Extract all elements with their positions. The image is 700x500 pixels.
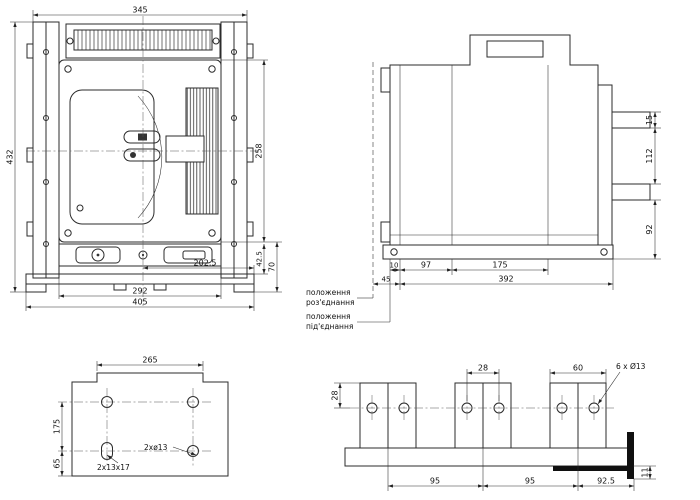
dim-392: 392 (498, 275, 513, 284)
side-outline (380, 34, 651, 260)
dim-28-top: 28 (478, 364, 488, 373)
front-dimensions: 345 432 258 42.5 70 202.5 292 405 (6, 6, 282, 311)
dim-112: 112 (645, 148, 654, 163)
front-view: 345 432 258 42.5 70 202.5 292 405 (6, 6, 282, 311)
dim-42-5: 42.5 (256, 251, 264, 267)
dim-60: 60 (573, 364, 583, 373)
dim-28-left: 28 (331, 390, 340, 400)
dim-292: 292 (132, 287, 147, 296)
side-dimensions: 15 112 92 10 97 175 45 392 (373, 111, 661, 290)
dim-175-side: 175 (492, 261, 507, 270)
side-position-labels: положення роз'єднання положення під'єдна… (306, 288, 355, 331)
dim-258: 258 (255, 143, 264, 158)
front-outline (25, 21, 255, 293)
dim-405: 405 (132, 298, 147, 307)
label-holes-6x13: 6 x Ø13 (616, 362, 646, 371)
dim-70: 70 (268, 262, 277, 272)
dim-65: 65 (53, 458, 62, 468)
label-disconnected-2: роз'єднання (306, 298, 355, 307)
dim-202-5: 202.5 (194, 259, 217, 268)
cutout-view: 265 175 65 2xø13 2x13x17 (53, 356, 229, 477)
busbar-view: 28 60 28 11 95 95 92.5 6 x Ø13 (331, 362, 656, 491)
dim-345: 345 (132, 6, 147, 15)
dim-175-cutout: 175 (53, 419, 62, 434)
dim-97: 97 (421, 261, 431, 270)
label-disconnected-1: положення (306, 288, 351, 297)
dim-15: 15 (645, 115, 654, 125)
dim-95-1: 95 (430, 477, 440, 486)
dim-92-5: 92.5 (597, 477, 615, 486)
busbar-outline (344, 382, 634, 479)
dim-11: 11 (641, 467, 650, 477)
busbar-centerlines (350, 395, 614, 421)
dim-432: 432 (6, 149, 15, 164)
dim-10: 10 (390, 262, 399, 270)
dim-45: 45 (382, 276, 391, 284)
label-connected-2: під'єднання (306, 322, 353, 331)
dim-265: 265 (142, 356, 157, 365)
dim-92: 92 (645, 224, 654, 234)
side-view: 15 112 92 10 97 175 45 392 положення роз… (306, 34, 661, 331)
label-slot-holes: 2x13x17 (97, 463, 130, 472)
cutout-outline (71, 372, 229, 477)
dim-95-2: 95 (525, 477, 535, 486)
label-round-holes: 2xø13 (144, 443, 168, 452)
cutout-dimensions: 265 175 65 2xø13 2x13x17 (53, 356, 204, 477)
label-connected-1: положення (306, 312, 351, 321)
busbar-dimensions: 28 60 28 11 95 95 92.5 6 x Ø13 (331, 362, 656, 491)
front-centerlines (26, 16, 260, 306)
